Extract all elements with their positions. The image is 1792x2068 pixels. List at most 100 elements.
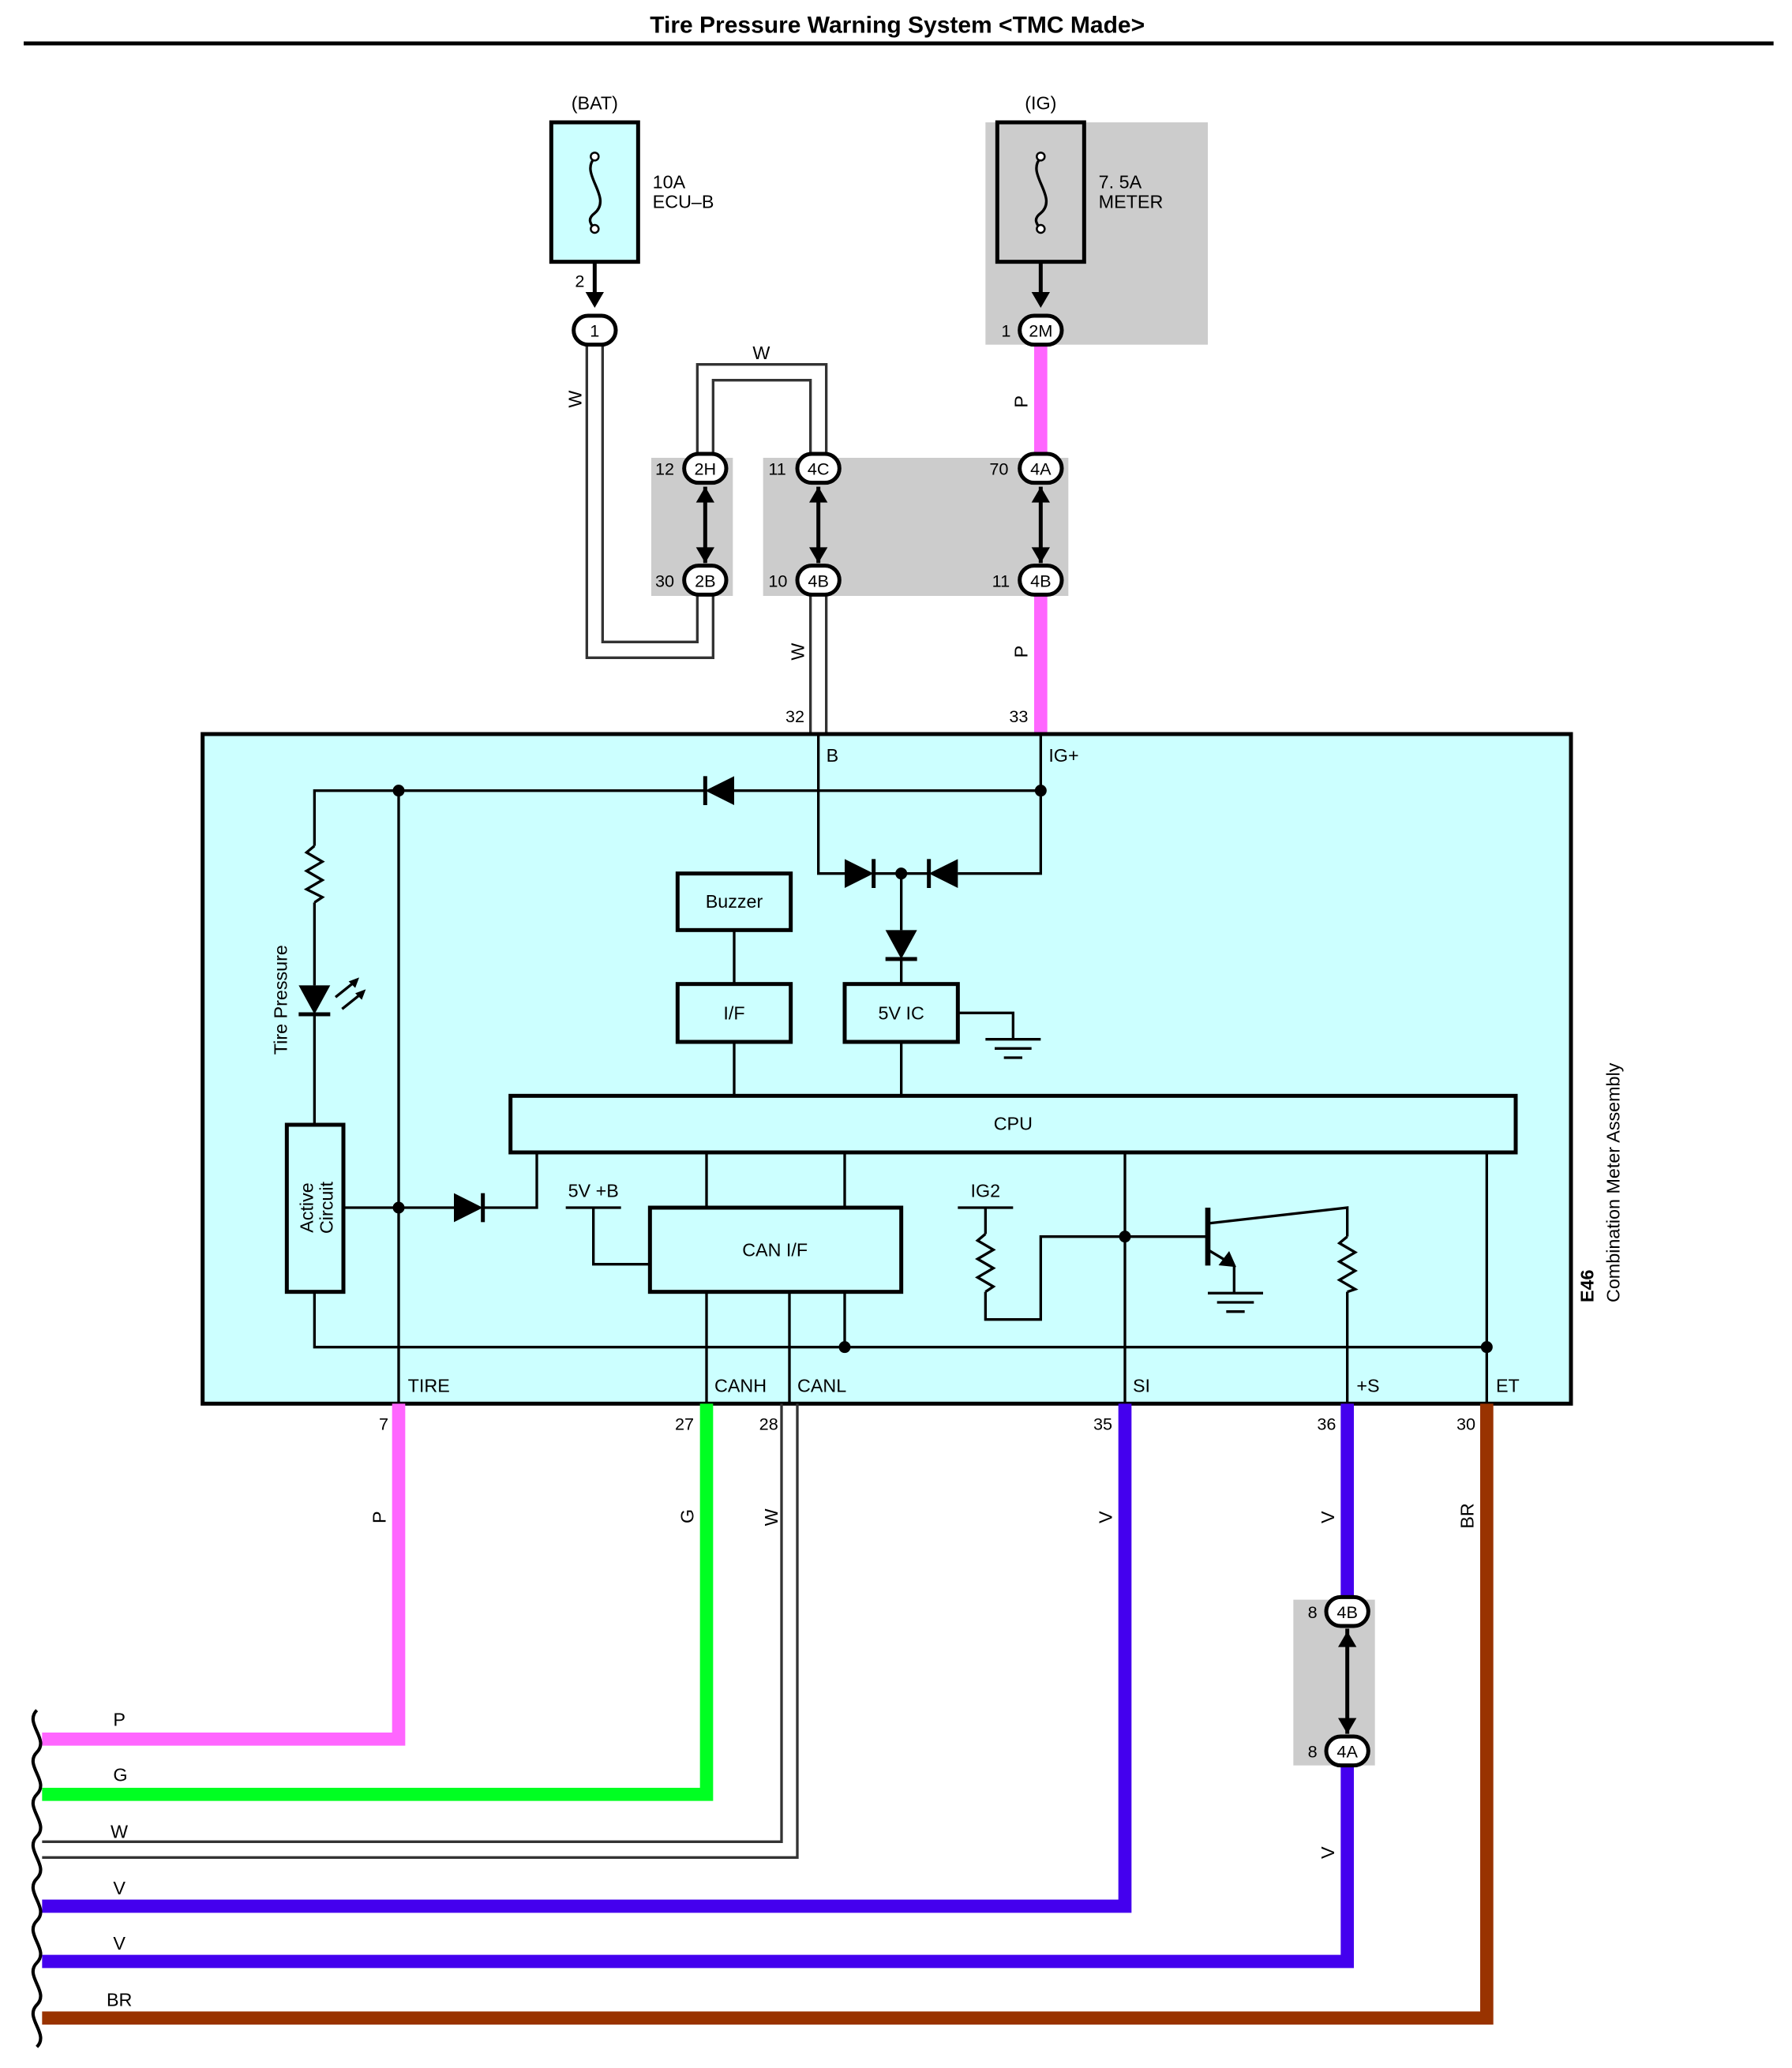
resistor-icon xyxy=(975,1233,996,1294)
if-label: I/F xyxy=(723,1003,744,1024)
wire-label-loop-w: W xyxy=(752,343,770,363)
wire-label-et-br: BR xyxy=(1457,1503,1478,1528)
active-circuit-block xyxy=(284,1122,346,1294)
pin-4b-left: 10 xyxy=(768,571,787,590)
diagram-title: Tire Pressure Warning System <TMC Made> xyxy=(650,13,1145,39)
wire-w-bat xyxy=(585,344,714,659)
diode-icon xyxy=(845,859,876,888)
fuse-meter-name: METER xyxy=(1099,191,1164,212)
ic-5v-label: 5V IC xyxy=(878,1003,924,1024)
junction-link-4a-4b xyxy=(1031,486,1050,564)
pin-4a-low: 8 xyxy=(1308,1742,1318,1762)
pin-2b: 30 xyxy=(655,571,674,590)
can-if-label: CAN I/F xyxy=(742,1240,808,1261)
connector-4b-right: 4B xyxy=(1018,564,1064,597)
connector-2b: 2B xyxy=(682,564,729,597)
wire-label-mid-p: P xyxy=(1011,646,1032,658)
wire-br-et xyxy=(42,1403,1494,2025)
arrow-down-icon xyxy=(1031,292,1050,308)
wire-label-s-v2: V xyxy=(1318,1846,1338,1859)
cpu-label: CPU xyxy=(994,1114,1033,1134)
diode-icon xyxy=(885,930,917,961)
diode-icon xyxy=(927,859,958,888)
bundle-label-p: P xyxy=(113,1710,126,1730)
cpu-block xyxy=(508,1093,1518,1155)
can-if-block xyxy=(647,1205,904,1294)
wire-label-bat-w: W xyxy=(565,391,586,408)
terminal-b-label: B xyxy=(827,745,839,766)
connector-1: 1 xyxy=(572,313,618,347)
internal-wiring xyxy=(313,734,1488,1404)
wire-v-si xyxy=(42,1403,1132,1913)
tire-pressure-led-icon xyxy=(298,977,366,1017)
wire-p-tire xyxy=(42,1403,406,1746)
pin-s: 36 xyxy=(1317,1414,1336,1434)
active-circuit-label-1: Active xyxy=(297,1182,317,1233)
diode-icon xyxy=(703,776,734,805)
terminal-canl-label: CANL xyxy=(797,1375,846,1396)
pin-tire: 7 xyxy=(379,1414,388,1434)
fuse-ecu-b-name: ECU–B xyxy=(653,191,714,212)
terminal-tire-label: TIRE xyxy=(408,1375,450,1396)
svg-text:4C: 4C xyxy=(808,459,830,479)
fuse-meter-rating: 7. 5A xyxy=(1099,171,1142,192)
wire-w-canl xyxy=(42,1403,799,1859)
tire-pressure-label: Tire Pressure xyxy=(270,945,291,1055)
svg-text:4A: 4A xyxy=(1030,459,1052,479)
pin-4b-low: 8 xyxy=(1308,1602,1318,1622)
svg-text:4B: 4B xyxy=(1337,1602,1358,1622)
fuse-meter xyxy=(995,120,1086,264)
wire-label-s-v: V xyxy=(1318,1511,1338,1523)
connector-4c: 4C xyxy=(795,451,842,485)
terminal-et-label: ET xyxy=(1496,1375,1520,1396)
terminal-canh-label: CANH xyxy=(714,1375,767,1396)
connector-4a-top: 4A xyxy=(1018,451,1064,485)
terminal-si-label: SI xyxy=(1133,1375,1150,1396)
svg-text:4B: 4B xyxy=(1030,571,1052,590)
bundle-label-g: G xyxy=(113,1765,127,1785)
active-circuit-label-2: Circuit xyxy=(317,1181,337,1234)
connector-2m: 2M xyxy=(1018,313,1064,347)
svg-text:4B: 4B xyxy=(808,571,829,590)
connector-4b-left: 4B xyxy=(795,564,842,597)
diode-icon xyxy=(454,1193,485,1223)
pin-4a-top: 70 xyxy=(989,459,1008,479)
ic-5v-block xyxy=(842,982,960,1044)
wire-label-canl-w: W xyxy=(761,1508,782,1526)
fuse-ecu-b-rating: 10A xyxy=(653,171,686,192)
svg-text:2B: 2B xyxy=(695,571,716,590)
fuse-meter-pin: 1 xyxy=(1001,321,1010,341)
arrow-down-icon xyxy=(585,292,604,308)
terminal-ig-label: IG+ xyxy=(1048,745,1078,766)
svg-text:2M: 2M xyxy=(1029,321,1052,341)
connector-4a-low: 4A xyxy=(1324,1734,1370,1768)
connector-4b-low: 4B xyxy=(1324,1594,1370,1628)
connector-2h: 2H xyxy=(682,451,729,485)
pin-b: 32 xyxy=(785,706,804,726)
resistor-icon xyxy=(303,845,325,904)
transistor-icon xyxy=(1205,1208,1237,1294)
component-code: E46 xyxy=(1576,1269,1597,1302)
junction-link-2h-2b xyxy=(695,486,714,564)
pin-si: 35 xyxy=(1093,1414,1112,1434)
junction-dots xyxy=(392,785,1493,1354)
pin-canh: 27 xyxy=(675,1414,694,1434)
fuse-ecu-b-pin: 2 xyxy=(575,271,584,290)
pin-4c: 11 xyxy=(768,459,785,479)
ig-source-label: (IG) xyxy=(1025,92,1056,113)
pin-et: 30 xyxy=(1456,1414,1475,1434)
component-name: Combination Meter Assembly xyxy=(1603,1062,1624,1302)
wire-label-tire-p: P xyxy=(369,1511,389,1523)
ig2-label: IG2 xyxy=(971,1181,1001,1201)
wire-break-icon xyxy=(31,1709,43,2048)
junction-link-4b-4a xyxy=(1338,1628,1357,1734)
if-block xyxy=(675,982,793,1044)
bundle-label-br: BR xyxy=(107,1990,132,2010)
pin-ig: 33 xyxy=(1009,706,1028,726)
wire-label-mid-w: W xyxy=(787,643,808,661)
buzzer-block xyxy=(675,871,793,932)
fuse-ecu-b xyxy=(549,120,640,264)
pin-4b-right: 11 xyxy=(992,571,1010,590)
bundle-label-v1: V xyxy=(113,1878,126,1898)
